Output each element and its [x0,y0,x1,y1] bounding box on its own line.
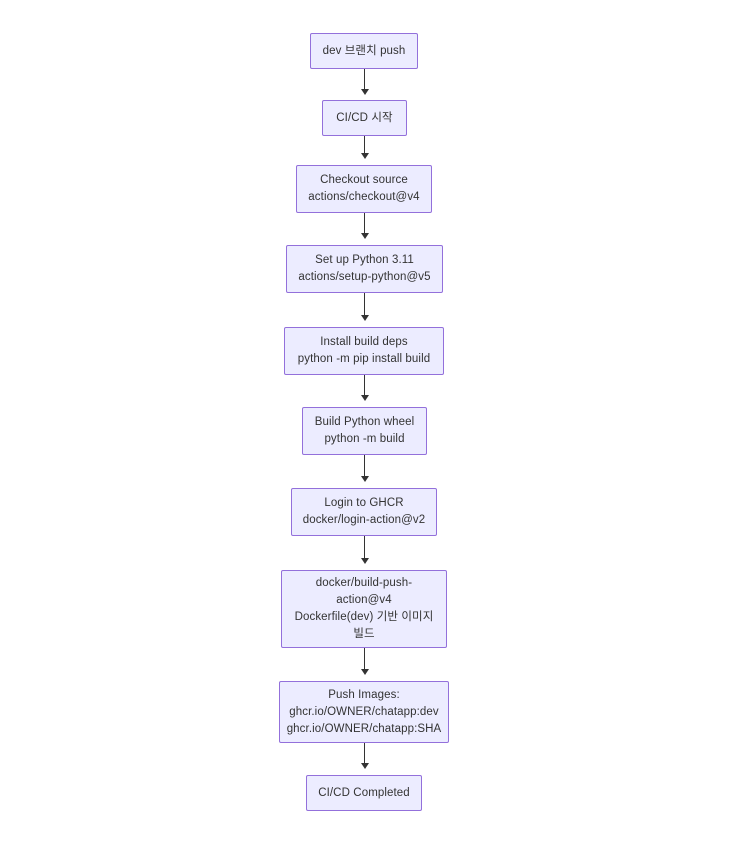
node-label-line: Dockerfile(dev) 기반 이미지 [294,611,434,623]
edge-line [364,648,366,670]
node-label-line: docker/build-push- [315,577,413,589]
node-label-line: actions/setup-python@v5 [298,271,431,283]
edge-line [364,69,366,90]
edge-line [364,455,366,477]
arrowhead-icon [360,89,369,95]
node-label-line: ghcr.io/OWNER/chatapp:dev [289,705,439,718]
node-label-line: Set up Python 3.11 [315,254,414,266]
node-build-python-wheel[interactable]: Build Python wheel python -m build [302,407,427,455]
node-push-images[interactable]: Push Images: ghcr.io/OWNER/chatapp:dev ghc… [279,681,449,743]
node-label-line: docker/login-action@v2 [302,514,426,526]
node-setup-python[interactable]: Set up Python 3.11 actions/setup-python@v… [286,245,443,293]
node-login-to-ghcr[interactable]: Login to GHCR docker/login-action@v2 [291,488,437,536]
node-label-line: dev 브랜치 push [322,44,406,57]
node-label-line: Build Python wheel [314,416,415,428]
node-label-line: python -m pip install build [297,353,431,365]
edge-n2-n3 [360,136,369,159]
edge-n5-n6 [360,375,369,401]
node-label-line: CI/CD Completed [318,786,410,799]
node-dev-branch-push[interactable]: dev 브랜치 push [310,33,418,69]
node-checkout-source[interactable]: Checkout source actions/checkout@v4 [296,165,432,213]
node-label-line: 빌드 [353,628,375,640]
edge-n6-n7 [360,455,369,482]
node-label-line: Install build deps [320,336,408,348]
edge-n9-n10 [360,743,369,769]
node-label-line: Checkout source [320,174,408,186]
node-label-line: CI/CD 시작 [336,111,393,124]
node-label-line: ghcr.io/OWNER/chatapp:SHA [286,722,442,735]
arrowhead-icon [360,558,369,564]
node-label-line: actions/checkout@v4 [308,191,420,203]
edge-n1-n2 [360,69,369,95]
edge-n8-n9 [360,648,369,675]
edge-line [364,536,366,559]
node-label-line: Push Images: [328,688,400,701]
edge-n7-n8 [360,536,369,564]
node-install-build-deps[interactable]: Install build deps python -m pip install … [284,327,444,375]
edge-line [364,743,366,764]
node-label-line: python -m build [324,433,405,445]
edge-line [364,213,366,234]
node-label-line: Login to GHCR [324,497,404,509]
arrowhead-icon [360,476,369,482]
edge-line [364,136,366,154]
edge-n3-n4 [360,213,369,239]
arrowhead-icon [360,233,369,239]
node-cicd-start[interactable]: CI/CD 시작 [322,100,407,136]
edge-line [364,375,366,396]
arrowhead-icon [360,763,369,769]
node-cicd-completed[interactable]: CI/CD Completed [306,775,422,811]
node-label-line: action@v4 [336,594,392,606]
edge-line [364,293,366,316]
arrowhead-icon [360,315,369,321]
arrowhead-icon [360,153,369,159]
arrowhead-icon [360,669,369,675]
arrowhead-icon [360,395,369,401]
edge-n4-n5 [360,293,369,321]
